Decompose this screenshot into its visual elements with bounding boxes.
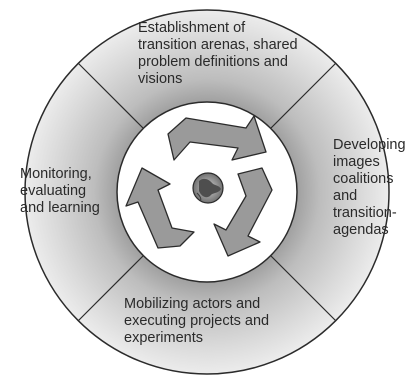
recycle-arrow-top [167, 115, 267, 161]
segment-dividers [77, 62, 337, 322]
recycle-arrow-right [213, 167, 273, 257]
divider-lower-right [270, 255, 337, 322]
segment-label-monitoring: Monitoring, evaluating and learning [20, 166, 100, 216]
globe-icon [192, 172, 224, 204]
recycle-arrows-icon [125, 115, 273, 257]
recycle-arrow-left [125, 167, 195, 249]
divider-lower-left [77, 255, 144, 322]
segment-label-mobilizing: Mobilizing actors and executing projects… [124, 296, 270, 346]
segment-label-developing: Developing images coalitions and transit… [333, 137, 406, 238]
divider-upper-right [270, 62, 337, 129]
divider-upper-left [77, 62, 144, 129]
segment-label-establishment: Establishment of transition arenas, shar… [138, 20, 298, 87]
